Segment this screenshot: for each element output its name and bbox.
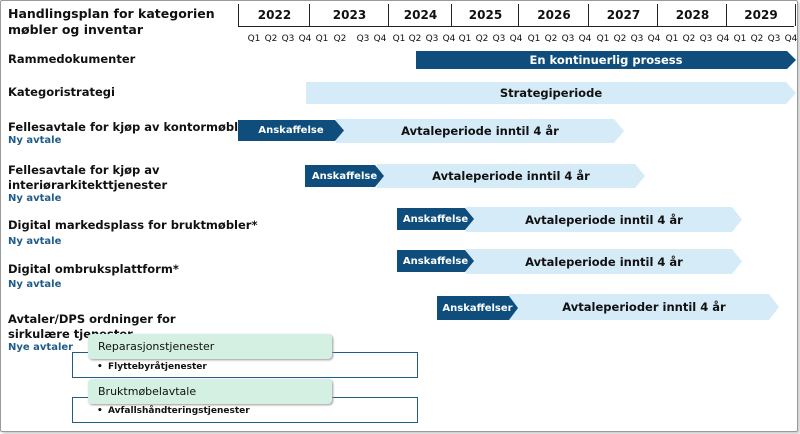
quarter-label: Q1 xyxy=(733,34,747,44)
quarter-label: Q3 xyxy=(492,34,506,44)
quarter-label: Q2 xyxy=(475,34,489,44)
quarter-label: Q4 xyxy=(298,34,312,44)
quarter-label: Q3 xyxy=(699,34,713,44)
service-bullet-item: Avfallshåndteringstjenester xyxy=(108,406,250,416)
quarter-label: Q3 xyxy=(281,34,295,44)
quarter-label: Q1 xyxy=(392,34,406,44)
quarter-label: Q3 xyxy=(767,34,781,44)
quarter-label: Q2 xyxy=(408,34,422,44)
quarter-label: Q3 xyxy=(356,34,370,44)
quarter-label: Q4 xyxy=(647,34,661,44)
year-2028: 2028 xyxy=(657,4,727,26)
row-label-ombruksplattform: Digital ombruksplattform* xyxy=(8,262,179,276)
quarter-label: Q4 xyxy=(716,34,730,44)
quarter-label: Q2 xyxy=(333,34,347,44)
row-sub-interiorarkitekt: Ny avtale xyxy=(8,193,62,204)
year-2022: 2022 xyxy=(238,4,310,26)
quarter-label: Q4 xyxy=(578,34,592,44)
bar-agreement-period: Avtaleperiode inntil 4 år xyxy=(336,119,624,143)
row-sub-kontormobler: Ny avtale xyxy=(8,135,62,146)
year-2029: 2029 xyxy=(726,4,796,26)
quarter-label: Q4 xyxy=(373,34,387,44)
year-2026: 2026 xyxy=(518,4,589,26)
quarter-label: Q2 xyxy=(682,34,696,44)
row-sub-markedsplass: Ny avtale xyxy=(8,236,62,247)
quarter-label: Q2 xyxy=(264,34,278,44)
service-tag: Reparasjonstjenester xyxy=(88,334,332,359)
quarter-label: Q2 xyxy=(613,34,627,44)
year-2024: 2024 xyxy=(388,4,452,26)
year-2023: 2023 xyxy=(309,4,389,26)
page-title: Handlingsplan for kategorien møbler og i… xyxy=(8,6,215,37)
quarter-label: Q2 xyxy=(544,34,558,44)
bar-procurement: Anskaffelser xyxy=(437,296,518,320)
quarter-label: Q4 xyxy=(509,34,523,44)
bar-agreement-period: Avtaleperiode inntil 4 år xyxy=(466,207,742,232)
row-label-rammedokumenter: Rammedokumenter xyxy=(8,52,136,66)
row-label-interiorarkitekt: Fellesavtale for kjøp av interiørarkitek… xyxy=(8,163,168,192)
row-label-kontormobler: Fellesavtale for kjøp av kontormøbler xyxy=(8,120,252,134)
quarter-label: Q3 xyxy=(561,34,575,44)
bar-strategy-period: Strategiperiode xyxy=(306,82,796,104)
quarter-label: Q3 xyxy=(630,34,644,44)
bar-procurement: Anskaffelse xyxy=(305,165,384,187)
row-sub-sirkulaere: Nye avtaler xyxy=(8,342,74,353)
quarter-label: Q3 xyxy=(425,34,439,44)
quarter-label: Q4 xyxy=(784,34,798,44)
row-sub-ombruksplattform: Ny avtale xyxy=(8,279,62,290)
bar-continuous-process: En kontinuerlig prosess xyxy=(416,51,796,69)
quarter-label: Q4 xyxy=(442,34,456,44)
quarter-label: Q1 xyxy=(665,34,679,44)
bar-agreement-period: Avtaleperiode inntil 4 år xyxy=(466,249,742,274)
service-bullet-item: Flyttebyråtjenester xyxy=(108,362,207,372)
service-tag: Bruktmøbelavtale xyxy=(88,379,332,404)
row-label-kategoristrategi: Kategoristrategi xyxy=(8,85,115,99)
row-label-markedsplass: Digital markedsplass for bruktmøbler* xyxy=(8,218,258,232)
header-divider xyxy=(238,26,794,27)
bar-procurement: Anskaffelse xyxy=(397,208,474,230)
quarter-label: Q1 xyxy=(315,34,329,44)
bar-agreement-period: Avtaleperioder inntil 4 år xyxy=(509,294,779,320)
quarter-label: Q1 xyxy=(247,34,261,44)
quarter-label: Q1 xyxy=(596,34,610,44)
bar-procurement: Anskaffelse xyxy=(238,120,344,141)
service-bullet-marker: • xyxy=(97,362,103,372)
quarter-label: Q2 xyxy=(750,34,764,44)
bar-procurement: Anskaffelse xyxy=(397,250,474,272)
service-bullet-marker: • xyxy=(97,406,103,416)
quarter-label: Q1 xyxy=(458,34,472,44)
year-2025: 2025 xyxy=(451,4,519,26)
year-2027: 2027 xyxy=(588,4,658,26)
bar-agreement-period: Avtaleperiode inntil 4 år xyxy=(377,164,645,188)
quarter-label: Q1 xyxy=(527,34,541,44)
